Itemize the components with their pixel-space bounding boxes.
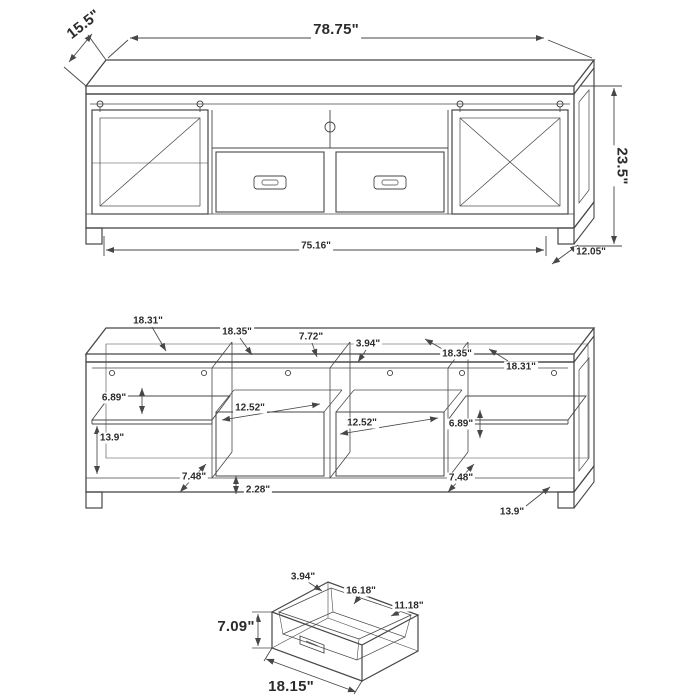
dim-drawer-height: 7.09" <box>215 617 257 636</box>
drawer-handle <box>299 635 325 654</box>
dim-base-rail-height: 2.28" <box>243 484 273 496</box>
dim-right-shelf-gap: 6.89" <box>446 418 476 430</box>
dim-overall-height: 23.5" <box>612 145 631 187</box>
dim-left-compartment-height: 13.9" <box>97 432 127 444</box>
drawer-detail-dimension-lines <box>252 581 405 695</box>
right-barn-door <box>451 109 569 215</box>
dim-section-width-3: 7.72" <box>296 331 326 343</box>
console-overview-dimension-lines <box>63 33 622 265</box>
dim-left-drawer-width: 12.52" <box>233 402 267 414</box>
dim-right-shelf-depth: 7.48" <box>446 472 476 484</box>
dim-right-compartment-height: 13.9" <box>497 506 527 518</box>
dim-section-width-4: 3.94" <box>353 338 383 350</box>
dim-drawer-interior-depth: 11.18" <box>392 600 426 612</box>
dim-section-width-6: 18.31" <box>504 361 538 373</box>
drawer-handle <box>373 175 407 190</box>
drawer-handle <box>253 175 287 190</box>
dim-right-drawer-width: 12.52" <box>345 417 379 429</box>
dim-base-width: 75.16" <box>299 240 333 252</box>
drawer-detail-drawing <box>270 581 420 682</box>
left-barn-door <box>91 109 209 215</box>
dim-drawer-interior-width: 16.18" <box>344 585 378 597</box>
dim-drawer-width: 18.15" <box>266 677 316 696</box>
center-drawers <box>211 110 449 214</box>
dim-base-depth: 12.05" <box>574 246 608 258</box>
dim-left-shelf-depth: 7.48" <box>179 471 209 483</box>
dim-drawer-back-height: 3.94" <box>288 571 318 583</box>
console-overview-drawing <box>84 59 596 245</box>
open-drawer-boxes <box>215 389 463 477</box>
left-shelf <box>91 395 231 425</box>
dim-section-width-5: 18.35" <box>440 348 474 360</box>
console-interior-drawing <box>84 327 596 509</box>
dim-section-width-1: 18.31" <box>131 315 165 327</box>
dim-section-width-2: 18.35" <box>220 326 254 338</box>
dim-overall-width: 78.75" <box>311 20 361 39</box>
dim-left-shelf-gap: 6.89" <box>99 392 129 404</box>
